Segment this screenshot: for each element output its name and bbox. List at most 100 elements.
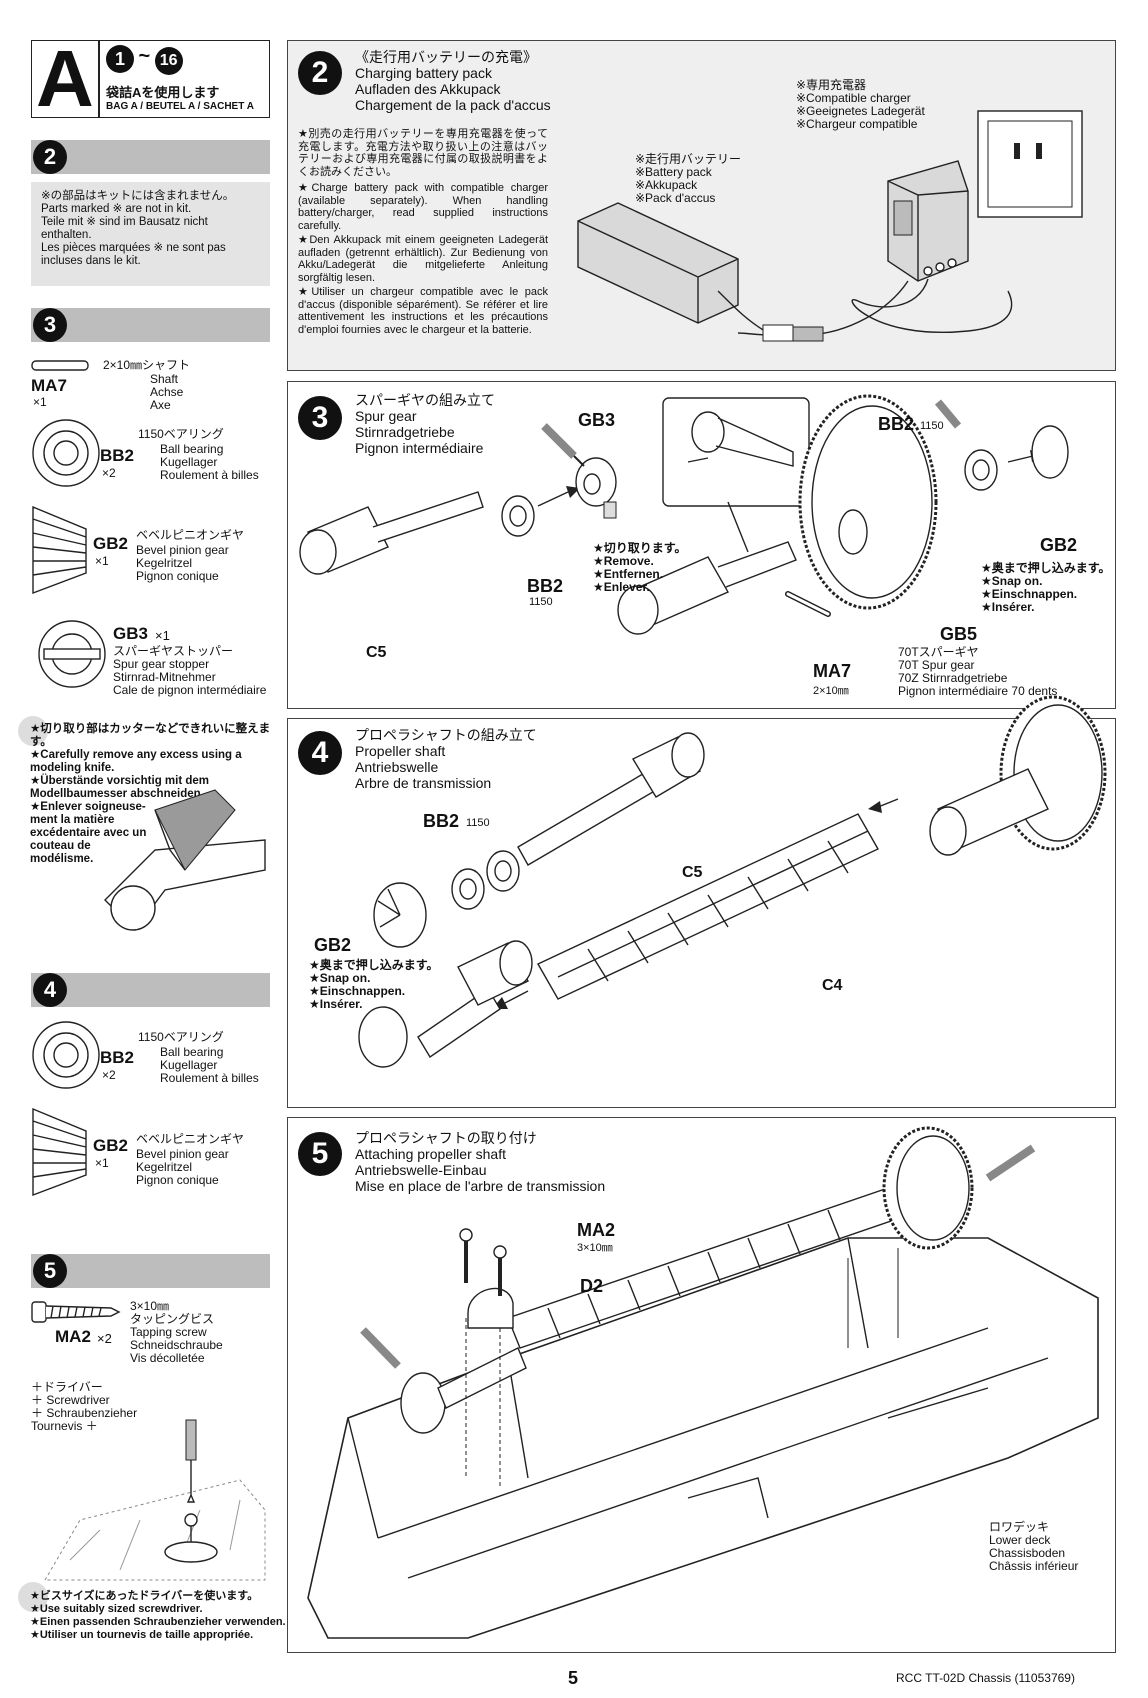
- s4-gb2-qty: ×1: [95, 1156, 109, 1170]
- charger-label: ※専用充電器 ※Compatible charger ※Geeignetes L…: [796, 78, 925, 131]
- s4-bb2-dims: 1150ベアリング: [138, 1030, 224, 1044]
- ma2-qty: ×2: [97, 1331, 112, 1346]
- bag-letter: A: [36, 34, 94, 123]
- shaft-icon: [31, 360, 89, 371]
- ma2-names: 3×10㎜ タッピングビス Tapping screw Schneidschra…: [130, 1299, 223, 1365]
- step5-num: 5: [298, 1132, 342, 1176]
- step5-title: プロペラシャフトの取り付け Attaching propeller shaft …: [355, 1130, 606, 1194]
- sidebar-step5-num: 5: [33, 1254, 67, 1288]
- bb2-code: BB2: [100, 446, 135, 465]
- step2-panel: 2 《走行用バッテリーの充電》 Charging battery pack Au…: [287, 40, 1116, 371]
- step4-gb2: GB2: [314, 935, 352, 955]
- screwdriver-illustration: [44, 1419, 266, 1581]
- s4-gb2-jp: ベベルピニオンギヤ: [136, 1132, 245, 1146]
- ma7-names: Shaft Achse Axe: [150, 372, 184, 412]
- step3-title: スパーギヤの組み立て Spur gear Stirnradgetriebe Pi…: [355, 392, 495, 456]
- step2-body-fr: ★Utiliser un chargeur compatible avec le…: [298, 286, 548, 336]
- sidebar-step2-note: ※の部品はキットには含まれません。 Parts marked ※ are not…: [31, 182, 270, 286]
- page-number: 5: [568, 1668, 579, 1688]
- step4-snap: ★奥まで押し込みます。 ★Snap on. ★Einschnappen. ★In…: [309, 958, 439, 1011]
- step3-bb2-left-num: 1150: [529, 596, 553, 608]
- step4-bb2: BB2: [423, 811, 460, 831]
- gb2-qty: ×1: [95, 554, 109, 568]
- knife-note-marker: [18, 716, 48, 746]
- gb3-qty: ×1: [155, 628, 170, 643]
- model-footer: RCC TT-02D Chassis (11053769): [896, 1671, 1075, 1685]
- sidebar-step4-num: 4: [33, 973, 67, 1007]
- step4-bb2-num: 1150: [466, 817, 490, 829]
- step3-panel: 3 スパーギヤの組み立て Spur gear Stirnradgetriebe …: [287, 381, 1116, 709]
- screwdriver-text: ＋ドライバー ＋ Screwdriver ＋ Schraubenzieher T…: [31, 1380, 138, 1433]
- ma7-dims: 2×10㎜シャフト: [103, 358, 191, 372]
- step4-panel: 4 プロペラシャフトの組み立て Propeller shaft Antriebs…: [287, 695, 1116, 1108]
- gb2-names: Bevel pinion gear Kegelritzel Pignon con…: [136, 543, 229, 583]
- ball-bearing-icon: [32, 419, 100, 487]
- step3-num: 3: [298, 396, 342, 440]
- bag-step-tilde: ~: [138, 45, 151, 67]
- step4-illustration: [358, 695, 1107, 1068]
- step5-d2: D2: [580, 1276, 604, 1296]
- step3-remove: ★切り取ります。 ★Remove. ★Entfernen. ★Enlever.: [593, 541, 687, 594]
- step3-ma7: MA7: [813, 661, 852, 681]
- step4-c5: C5: [682, 864, 703, 881]
- step3-snap: ★奥まで押し込みます。 ★Snap on. ★Einschnappen. ★In…: [981, 561, 1111, 614]
- step5-ma2: MA2: [577, 1220, 616, 1240]
- step3-bb2-right-num: 1150: [920, 420, 944, 432]
- step4-num: 4: [298, 731, 342, 775]
- s4-gb2-code: GB2: [93, 1136, 128, 1155]
- step3-bb2-right: BB2: [878, 414, 915, 434]
- bag-en: BAG A / BEUTEL A / SACHET A: [106, 101, 254, 112]
- tapping-screw-icon: [31, 1301, 121, 1323]
- bevel-gear-icon-2: [32, 1107, 87, 1197]
- knife-illustration: [104, 789, 266, 932]
- s4-bb2-qty: ×2: [102, 1068, 116, 1082]
- bb2-dims: 1150ベアリング: [138, 427, 224, 441]
- step3-gb3: GB3: [578, 410, 616, 430]
- step4-c4: C4: [822, 977, 843, 994]
- knife-note: ★切り取り部はカッターなどできれいに整えます。 ★Carefully remov…: [30, 723, 271, 865]
- step2-body-en: ★Charge battery pack with compatible cha…: [298, 182, 548, 232]
- battery-label: ※走行用バッテリー ※Battery pack ※Akkupack ※Pack …: [635, 152, 742, 205]
- gb2-code: GB2: [93, 534, 128, 553]
- sidebar-step3-header: [31, 308, 270, 342]
- bag-divider: [98, 41, 100, 117]
- step3-gb5: GB5: [940, 624, 978, 644]
- sidebar-step5-header: [31, 1254, 270, 1288]
- gb3-code: GB3: [113, 624, 148, 643]
- step5-panel: 5 プロペラシャフトの取り付け Attaching propeller shaf…: [287, 1117, 1116, 1653]
- s4-bb2-names: Ball bearing Kugellager Roulement à bill…: [160, 1045, 259, 1085]
- ma7-qty: ×1: [33, 395, 47, 409]
- ma2-code: MA2: [55, 1327, 91, 1346]
- bb2-qty: ×2: [102, 466, 116, 480]
- bag-steps: 1 ~ 16: [106, 45, 183, 77]
- bevel-gear-icon: [32, 505, 87, 595]
- step5-ma2-dims: 3×10㎜: [577, 1242, 613, 1254]
- step3-ma7-dims: 2×10㎜: [813, 685, 849, 697]
- s4-bb2-code: BB2: [100, 1048, 135, 1067]
- step2-body: ★別売の走行用バッテリーを専用充電器を使って充電します。充電方法や取り扱い上の注…: [298, 128, 548, 336]
- sidebar-step3-num: 3: [33, 308, 67, 342]
- step3-illustration: [299, 394, 1069, 635]
- sidebar-step2-header: [31, 140, 270, 174]
- step4-title: プロペラシャフトの組み立て Propeller shaft Antriebswe…: [355, 727, 537, 791]
- charger-illustration: [577, 110, 1083, 342]
- sidebar-step4-header: [31, 973, 270, 1007]
- step3-gb5-desc: 70Tスパーギヤ 70T Spur gear 70Z Stirnradgetri…: [898, 645, 1058, 698]
- driver-note: ★ビスサイズにあったドライバーを使います。 ★Use suitably size…: [30, 1590, 286, 1641]
- step2-body-de: ★Den Akkupack mit einem geeigneten Ladeg…: [298, 234, 548, 284]
- bag-step-to: 16: [154, 47, 183, 75]
- step5-illustration: [307, 1126, 1099, 1639]
- ma7-code: MA7: [31, 376, 67, 395]
- gb2-jp: ベベルピニオンギヤ: [136, 528, 245, 542]
- gb3-names: スパーギヤストッパー Spur gear stopper Stirnrad-Mi…: [113, 644, 267, 697]
- bb2-names: Ball bearing Kugellager Roulement à bill…: [160, 442, 259, 482]
- bag-a-box: A 1 ~ 16 袋詰Aを使用します BAG A / BEUTEL A / SA…: [31, 34, 270, 123]
- step3-c5: C5: [366, 644, 387, 661]
- step2-body-jp: ★別売の走行用バッテリーを専用充電器を使って充電します。充電方法や取り扱い上の注…: [298, 128, 548, 178]
- step2-title: 《走行用バッテリーの充電》 Charging battery pack Aufl…: [355, 49, 551, 113]
- driver-note-marker: [18, 1582, 48, 1612]
- ball-bearing-icon-2: [32, 1021, 100, 1089]
- spur-gear-stopper-icon: [38, 620, 106, 688]
- sidebar-step2-num: 2: [33, 140, 67, 174]
- bag-jp: 袋詰Aを使用します: [106, 85, 220, 100]
